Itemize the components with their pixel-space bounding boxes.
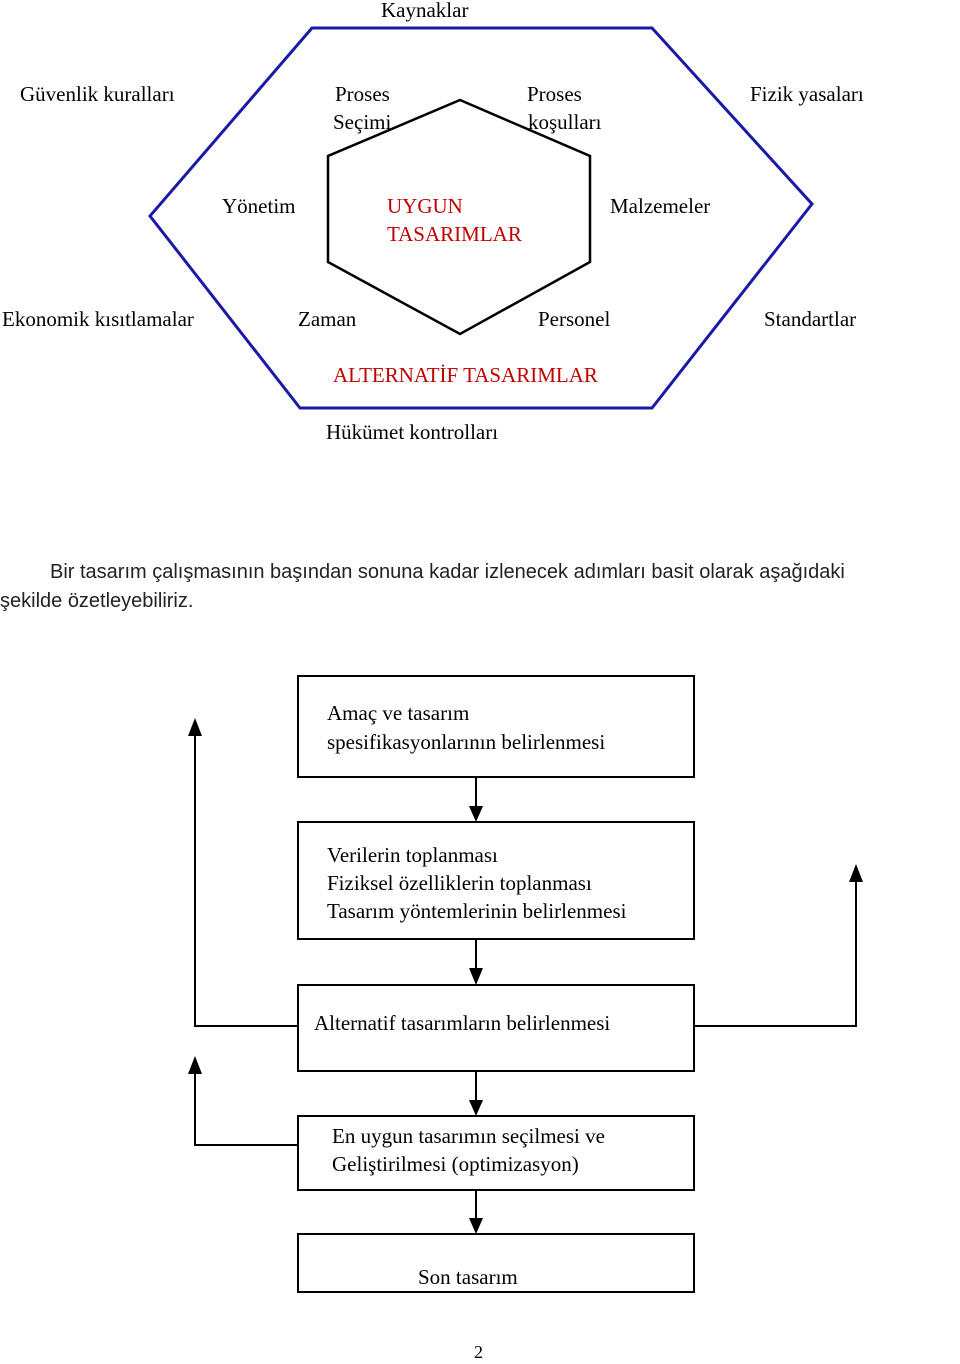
inner-hexagon	[326, 98, 592, 336]
paragraph-line-2: şekilde özetleyebiliriz.	[0, 590, 194, 612]
label-kaynaklar: Kaynaklar	[381, 0, 469, 22]
box1-line2: spesifikasyonlarının belirlenmesi	[327, 730, 606, 754]
box2-line1: Verilerin toplanması	[327, 843, 498, 867]
page-number: 2	[474, 1342, 483, 1362]
down-arrows	[469, 777, 483, 1234]
label-zaman: Zaman	[298, 307, 357, 331]
box3-text: Alternatif tasarımların belirlenmesi	[314, 1011, 611, 1035]
box1-line1: Amaç ve tasarım	[327, 701, 470, 725]
intro-paragraph: Bir tasarım çalışmasının başından sonuna…	[0, 558, 960, 616]
paragraph-line-1: Bir tasarım çalışmasının başından sonuna…	[50, 561, 845, 583]
label-proses-secimi-1: Proses	[335, 82, 390, 106]
label-proses-kosullari-1: Proses	[527, 82, 582, 106]
label-malzemeler: Malzemeler	[610, 194, 711, 218]
label-alternatif-tasarimlar: ALTERNATİF TASARIMLAR	[333, 363, 598, 387]
flow-box-2	[297, 821, 695, 940]
feedback-loop-left-lower	[188, 1056, 298, 1146]
flow-box-5	[297, 1233, 695, 1293]
label-yonetim: Yönetim	[222, 194, 296, 218]
label-fizik-yasalari: Fizik yasaları	[750, 82, 864, 106]
label-tasarimlar: TASARIMLAR	[387, 222, 522, 246]
box4-line1: En uygun tasarımın seçilmesi ve	[332, 1124, 605, 1148]
label-personel: Personel	[538, 307, 611, 331]
flow-box-4	[297, 1115, 695, 1191]
label-ekonomik-kisitlamalar: Ekonomik kısıtlamalar	[2, 307, 194, 331]
label-guvenlik-kurallari: Güvenlik kuralları	[20, 82, 175, 106]
label-hukumet-kontrollari: Hükümet kontrolları	[326, 420, 499, 444]
box4-line2: Geliştirilmesi (optimizasyon)	[332, 1152, 579, 1176]
feedback-loop-right	[694, 864, 863, 1027]
box2-line2: Fiziksel özelliklerin toplanması	[327, 871, 592, 895]
box5-text: Son tasarım	[418, 1265, 518, 1289]
label-proses-kosullari-2: koşulları	[528, 110, 602, 134]
feedback-loop-left-upper	[188, 718, 298, 1027]
label-proses-secimi-2: Seçimi	[333, 110, 392, 134]
outer-hexagon	[148, 26, 814, 410]
flow-box-3	[297, 984, 695, 1072]
label-uygun: UYGUN	[387, 194, 463, 218]
box2-line3: Tasarım yöntemlerinin belirlenmesi	[327, 899, 627, 923]
flow-box-1	[297, 675, 695, 778]
label-standartlar: Standartlar	[764, 307, 857, 331]
